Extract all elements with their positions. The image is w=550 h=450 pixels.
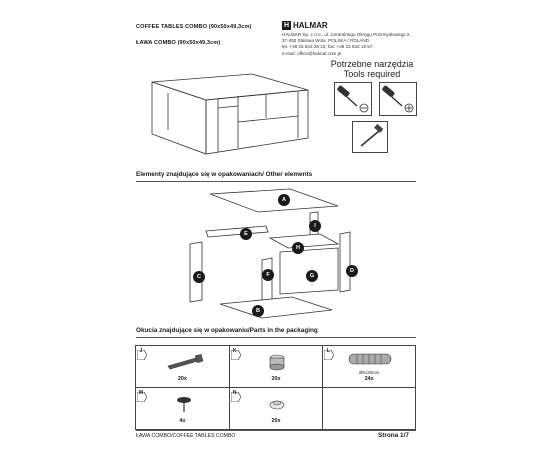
panel-b-shape: [219, 296, 333, 319]
part-tag-shape: [323, 349, 335, 361]
cam-bolt-icon: [167, 353, 204, 370]
part-letter: N: [232, 390, 237, 396]
exploded-view-drawing: [189, 188, 351, 319]
element-label-f: F: [262, 269, 274, 281]
panel-a-shape: [209, 188, 339, 213]
tool-flat-screwdriver: [334, 82, 372, 116]
part-qty: 20x: [271, 376, 281, 382]
cam-lock-icon: [269, 354, 284, 371]
part-letter: J: [139, 348, 143, 354]
part-cell-l: L Ø8x35mm 24x: [322, 345, 416, 388]
halmar-logo-icon: H: [282, 21, 291, 30]
part-tag-shape: [136, 349, 148, 361]
element-label-a: A: [278, 194, 290, 206]
panel-d-shape: [339, 231, 351, 293]
element-label-g: G: [306, 270, 318, 282]
part-tag-shape: [230, 391, 242, 403]
part-spec: Ø8x35mm: [359, 370, 380, 375]
brand-logo: H HALMAR: [282, 21, 328, 30]
tool-hammer: [352, 121, 388, 153]
part-cell-j: J 20x: [135, 345, 230, 388]
assembled-table-drawing: [151, 73, 309, 155]
part-letter: M: [138, 390, 144, 396]
part-cell-n: N 20x: [228, 387, 324, 430]
parts-table: J 20x K 20x: [135, 345, 416, 430]
title-en: COFFEE TABLES COMBO (90x50x49,3cm): [136, 24, 252, 30]
tools-title-en: Tools required: [343, 69, 401, 79]
page-number: Strona 1/7: [378, 432, 409, 439]
tools-heading: Potrzebne narzędzia Tools required: [322, 59, 422, 79]
brand-name: HALMAR: [293, 21, 328, 30]
element-label-e: E: [240, 228, 252, 240]
part-letter: K: [232, 348, 237, 354]
phillips-screwdriver-icon: [382, 85, 414, 113]
footer-product: ŁAWA COMBO/COFFEE TABLES COMBO: [136, 433, 236, 439]
element-label-c: C: [193, 271, 205, 283]
cover-cap-icon: [269, 400, 284, 410]
part-cell-empty: [322, 387, 416, 430]
part-qty: 20x: [177, 376, 187, 382]
part-tag-shape: [136, 391, 148, 403]
wooden-dowel-icon: [349, 353, 392, 365]
elements-section-title: Elementy znajdujące się w opakowaniach/ …: [136, 171, 313, 178]
section-divider: [136, 181, 416, 182]
part-cell-k: K 20x: [228, 345, 324, 388]
address-block: HALMAR Sp. z o.o., ul. Centralnego Okręg…: [282, 32, 432, 57]
element-label-i: I: [309, 220, 321, 232]
panel-e-shape: [205, 225, 269, 238]
address-line: tel. +48 15 843 28 10, fax: +48 15 842 1…: [282, 44, 374, 50]
tool-phillips-screwdriver: [379, 82, 417, 116]
element-label-b: B: [252, 305, 264, 317]
address-line: HALMAR Sp. z o.o., ul. Centralnego Okręg…: [282, 32, 411, 37]
tools-title-pl: Potrzebne narzędzia: [330, 59, 414, 69]
part-tag-shape: [230, 349, 242, 361]
part-qty: 24x: [364, 376, 374, 382]
address-line: e-mail: office@halmar.com.pl: [282, 50, 342, 56]
part-qty: 20x: [271, 418, 281, 424]
part-cell-m: M 4x: [135, 387, 230, 430]
element-label-h: H: [292, 242, 304, 254]
nail-glide-icon: [177, 397, 191, 412]
parts-section-title: Okucia znajdujące się w opakowaniu/Parts…: [136, 327, 318, 334]
hammer-icon: [360, 123, 384, 147]
part-letter: L: [326, 348, 330, 354]
element-label-d: D: [346, 265, 358, 277]
part-qty: 4x: [179, 418, 186, 424]
address-line: 37-450 Stalowa Wola, POLSKA / POLAND: [282, 38, 369, 44]
panel-h-shape: [268, 233, 340, 249]
footer-divider: [136, 430, 416, 431]
section-divider: [136, 337, 416, 338]
flat-screwdriver-icon: [337, 85, 369, 113]
title-pl: ŁAWA COMBO (90x50x49,3cm): [136, 40, 221, 46]
